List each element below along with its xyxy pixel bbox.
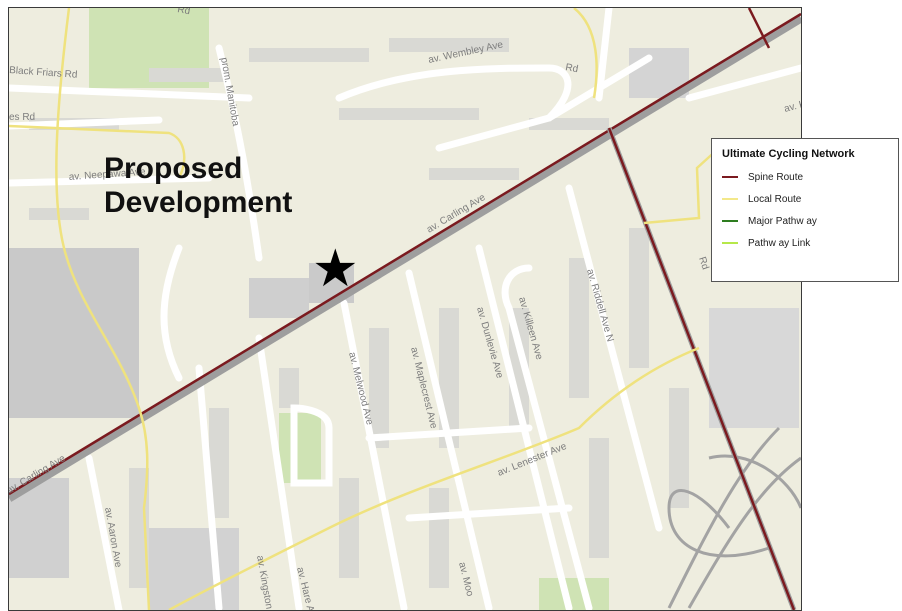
legend-swatch — [722, 220, 738, 222]
map-legend: Ultimate Cycling Network Spine Route Loc… — [711, 138, 899, 282]
legend-title: Ultimate Cycling Network — [722, 148, 855, 160]
annotation-line-1: Proposed — [104, 152, 243, 185]
street-label: Black Friars Rd — [9, 65, 78, 81]
spine-route-north — [747, 8, 771, 49]
parking-lot — [9, 248, 139, 418]
street-label: av. Neepawa Ave — [68, 167, 146, 183]
star-icon[interactable]: ★ — [312, 239, 359, 299]
local-routes — [9, 8, 720, 610]
building — [709, 308, 799, 428]
legend-item-local-route: Local Route — [722, 188, 898, 210]
highway-ramps — [667, 426, 801, 609]
street-label: Rd — [176, 8, 191, 17]
legend-label: Major Pathw ay — [748, 215, 817, 227]
street-label: Rd — [696, 256, 710, 272]
legend-item-spine-route: Spine Route — [722, 166, 898, 188]
street-label: Rd — [564, 62, 579, 75]
building — [249, 278, 309, 318]
map-canvas[interactable]: Black Friars Rd av. Wembley Ave es Rd av… — [8, 7, 802, 611]
legend-swatch — [722, 176, 738, 178]
proposed-development-label: Proposed Development — [104, 152, 292, 220]
legend-label: Spine Route — [748, 171, 804, 183]
park-area — [539, 578, 609, 610]
spine-route-woodroffe — [607, 127, 796, 610]
basemap: Black Friars Rd av. Wembley Ave es Rd av… — [9, 8, 801, 610]
local-streets — [9, 8, 801, 610]
legend-swatch — [722, 242, 738, 244]
legend-item-pathway-link: Pathw ay Link — [722, 232, 898, 254]
legend-swatch — [722, 198, 738, 200]
legend-label: Local Route — [748, 193, 802, 205]
legend-item-major-pathway: Major Pathw ay — [722, 210, 898, 232]
legend-label: Pathw ay Link — [748, 237, 811, 249]
street-label: es Rd — [9, 112, 35, 123]
annotation-line-2: Development — [104, 186, 293, 219]
park-area — [279, 413, 321, 483]
